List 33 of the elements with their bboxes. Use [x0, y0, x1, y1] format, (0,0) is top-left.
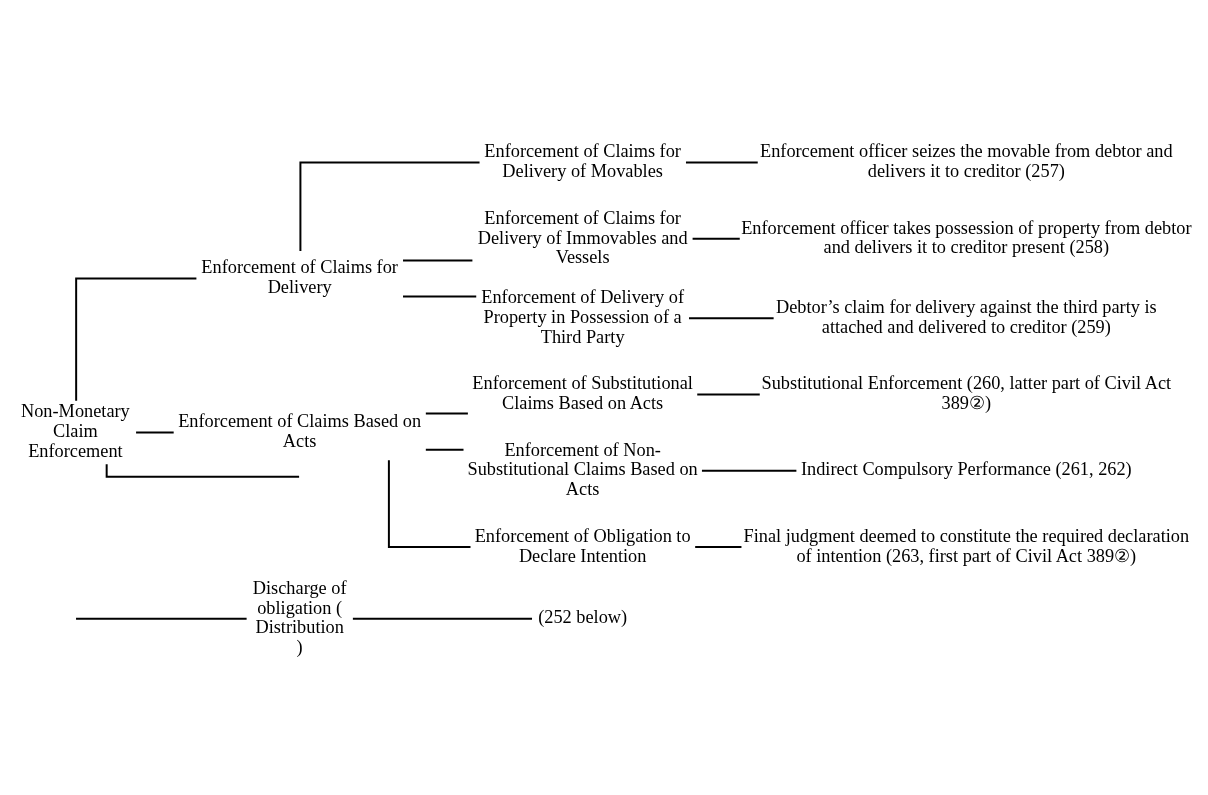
- node-text: Final judgment deemed to constitute the required declaration of intention (263, first part of Civil Act 389②): [743, 525, 1190, 566]
- node-text: Enforcement of Claims for Delivery of Movables: [484, 141, 681, 182]
- connector: [387, 459, 472, 548]
- connector: [700, 469, 798, 472]
- node-text: Enforcement of Claims Based on Acts: [178, 411, 422, 452]
- node-text: Enforcement officer takes possession of property from debtor and delivers it to creditor present (258): [741, 217, 1192, 258]
- node-text: Debtor’s claim for delivery against the third party is attached and delivered to creditor (259): [775, 296, 1157, 337]
- node-text: Enforcement of Non-Substitutional Claims Based on Acts: [467, 439, 698, 500]
- connector: [351, 617, 533, 620]
- node-text: Enforcement of Claims for Delivery: [201, 257, 398, 298]
- connector: [424, 448, 465, 451]
- connector: [402, 259, 474, 262]
- node-text: Enforcement of Substitutional Claims Based on Acts: [472, 373, 693, 414]
- node-text: Indirect Compulsory Performance (261, 262): [800, 459, 1132, 480]
- node-text: Enforcement of Claims for Delivery of Immovables and Vessels: [477, 207, 688, 268]
- node-text: Substitutional Enforcement (260, latter part of Civil Act 389②): [761, 373, 1172, 414]
- connector: [688, 317, 775, 320]
- node-text: Enforcement of Obligation to Declare Intention: [474, 525, 691, 566]
- connector: [299, 161, 481, 252]
- connector: [135, 431, 175, 434]
- connector: [691, 237, 741, 240]
- node-text: (252 below): [538, 607, 628, 628]
- connector: [696, 393, 761, 396]
- node-text: Enforcement officer seizes the movable from debtor and delivers it to creditor (257): [759, 141, 1173, 182]
- connector: [424, 412, 469, 415]
- connector: [75, 617, 248, 620]
- connector: [685, 161, 759, 164]
- node-text: Discharge of obligation (Distribution): [252, 577, 347, 658]
- connector: [75, 277, 198, 402]
- connector: [402, 295, 478, 298]
- node-text: Enforcement of Delivery of Property in Possession of a Third Party: [481, 287, 684, 347]
- connector: [694, 546, 743, 548]
- node-text: Non-Monetary Claim Enforcement: [21, 401, 130, 462]
